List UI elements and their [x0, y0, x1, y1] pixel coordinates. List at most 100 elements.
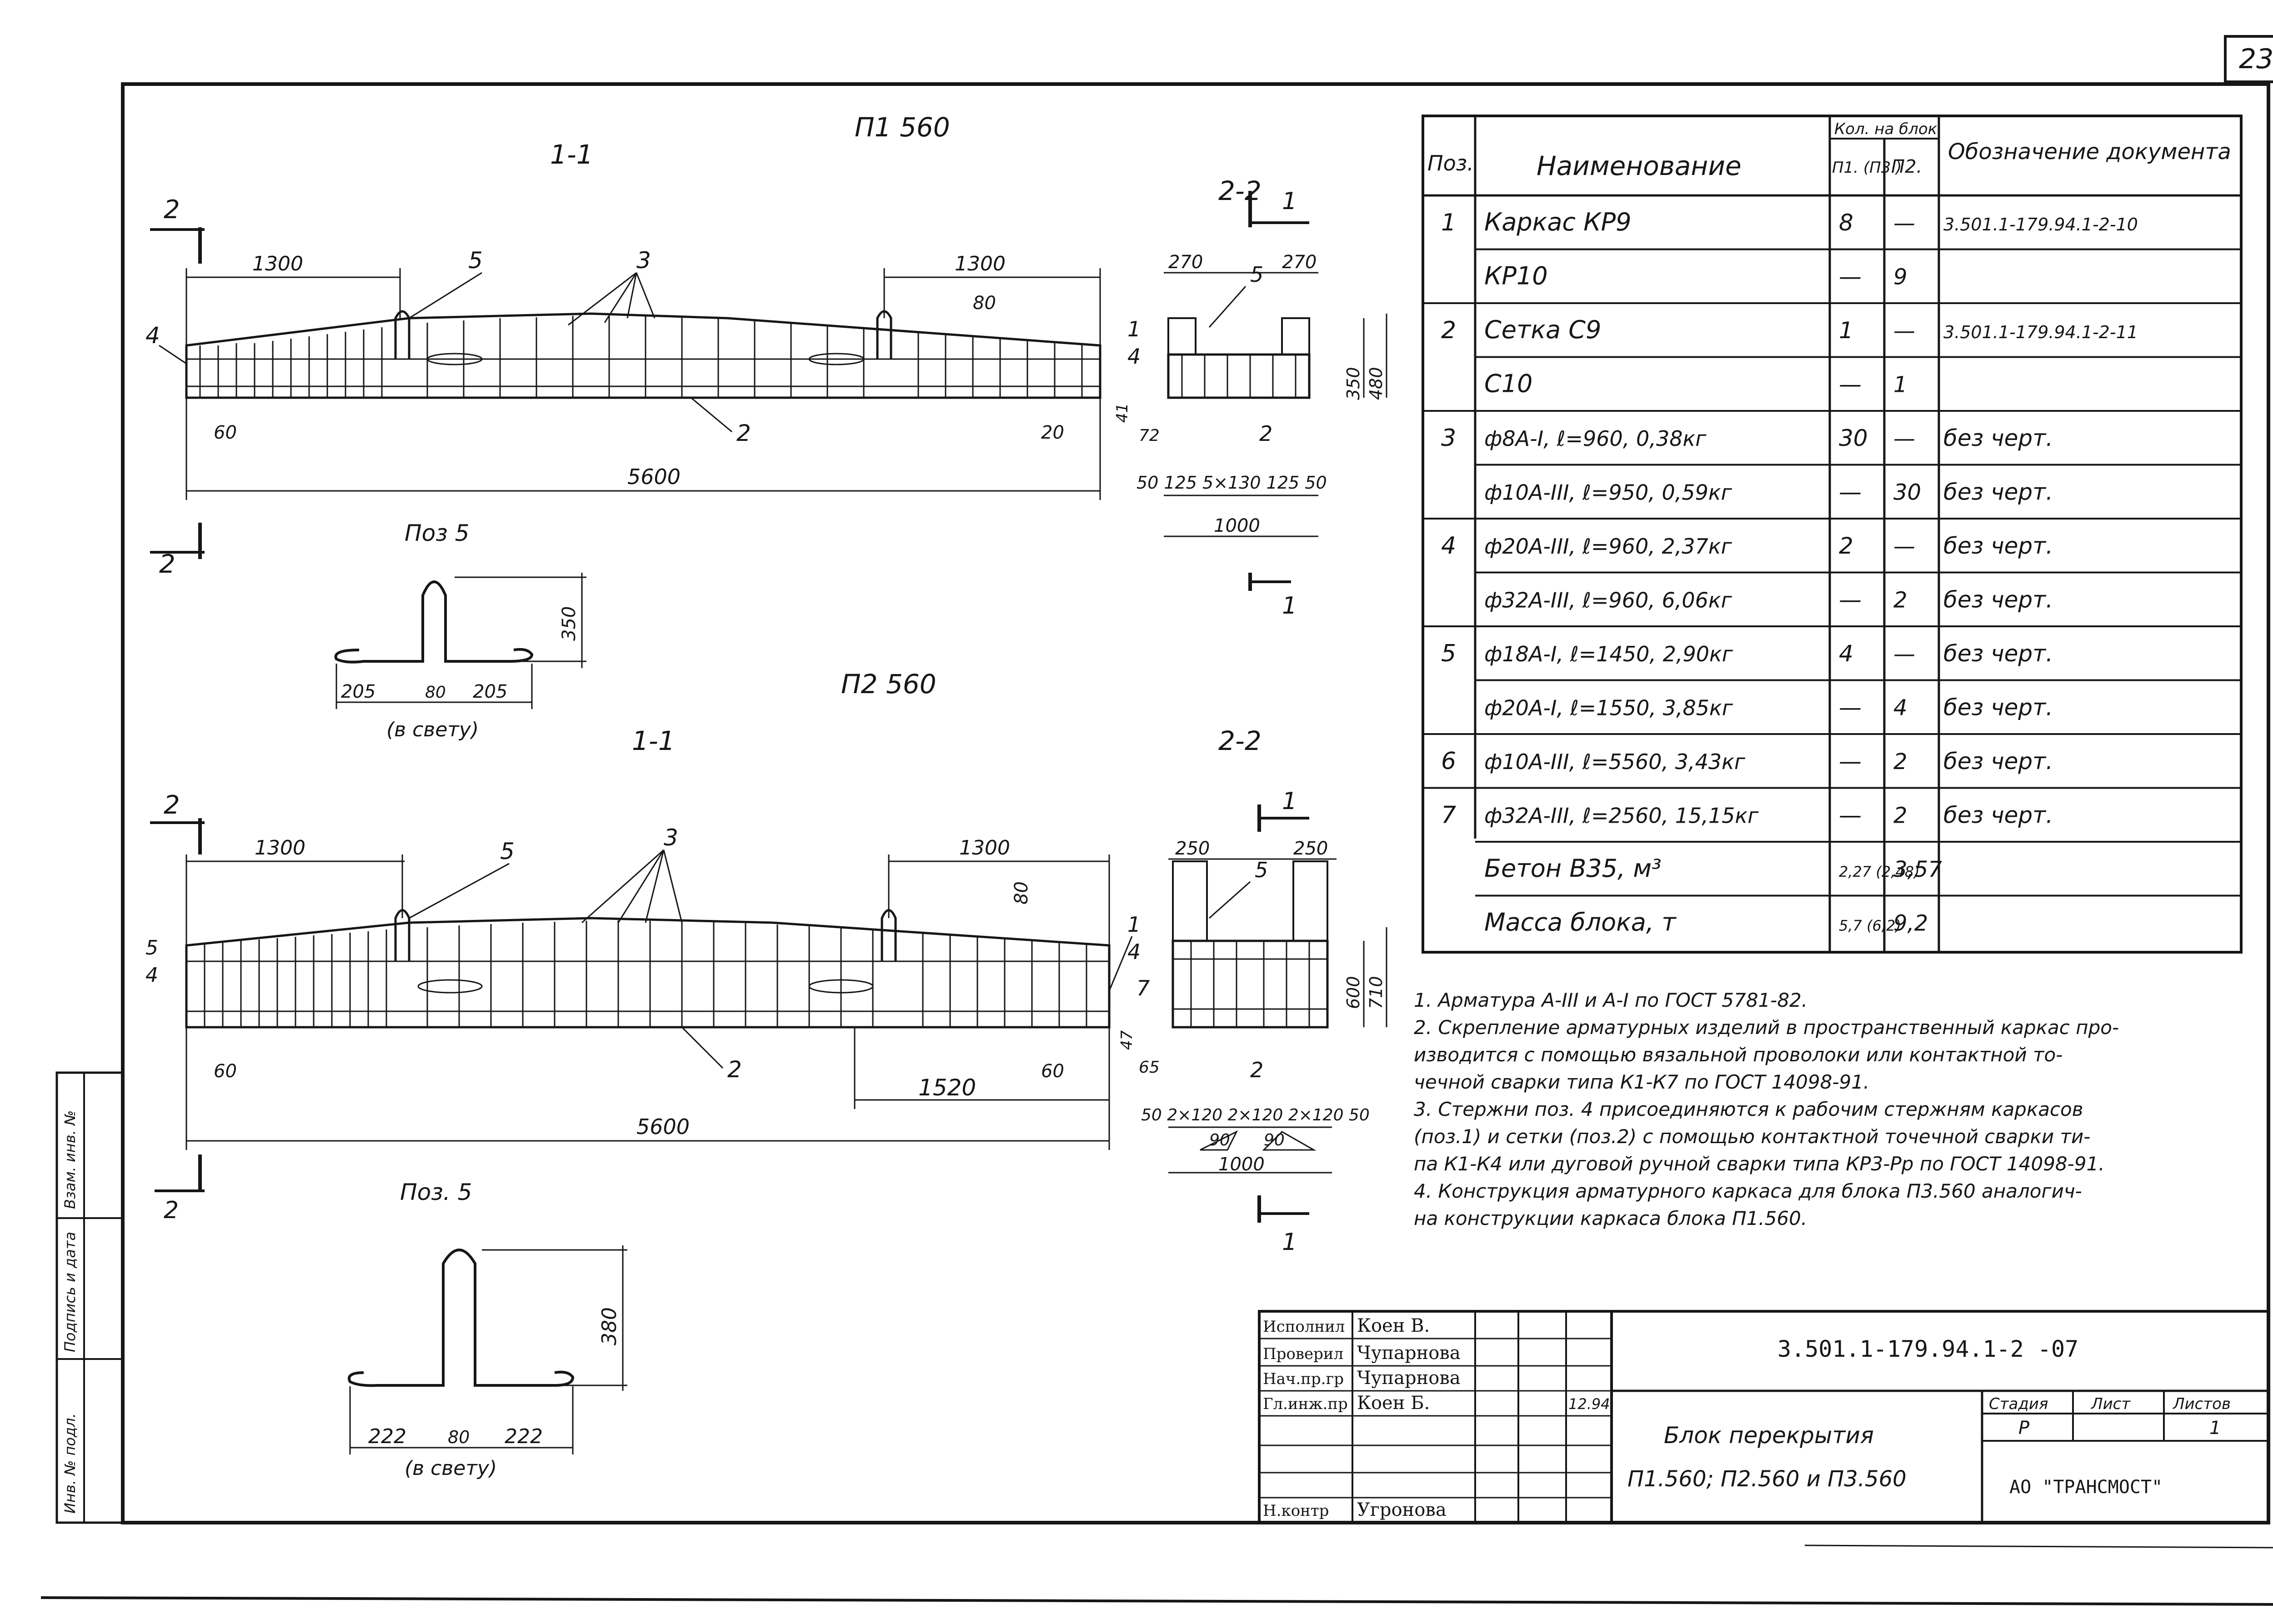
p2-cross-h600: 600: [1343, 976, 1363, 1009]
spec-row-doc: без черт.: [1943, 425, 2053, 451]
signature-name: Чупарнова: [1357, 1368, 1461, 1389]
poz5a-note: (в свету): [386, 718, 479, 741]
p1-dim-60: 60: [214, 422, 237, 443]
p2-dim-right-1300: 1300: [959, 836, 1010, 859]
spec-row-qty-p1: 30: [1839, 425, 1868, 451]
main-frame: [121, 82, 2270, 1524]
spec-row-name: ф20А-III, ℓ=960, 2,37кг: [1484, 534, 1732, 559]
p2-drawing: П2 560 1-1 2-2 2 2: [145, 669, 1387, 1256]
p2-stirrups: [204, 920, 1087, 1027]
poz5-detail-b: Поз. 5 380 222 80 222 (в свету): [348, 1179, 627, 1480]
note-line: па К1-К4 или дуговой ручной сварки типа …: [1414, 1153, 2105, 1175]
poz5b-title: Поз. 5: [400, 1179, 472, 1205]
spec-header-doc: Обозначение документа: [1948, 139, 2231, 165]
p1-label-pos4-cross: 4: [1127, 344, 1141, 369]
spec-row-name: Масса блока, т: [1484, 908, 1677, 937]
signature-name: Чупарнова: [1357, 1343, 1461, 1364]
stamp-inventory: Инв. № подл.: [61, 1413, 79, 1514]
spec-row-doc: без черт.: [1943, 587, 2053, 613]
spec-row-name: ф32А-III, ℓ=2560, 15,15кг: [1484, 804, 1759, 828]
spec-row-qty-p1: —: [1839, 371, 1862, 398]
p1-title: П1 560: [855, 112, 950, 143]
spec-header-pos: Поз.: [1427, 151, 1474, 175]
poz5b-h: 380: [598, 1307, 621, 1345]
p1-dim-total: 5600: [627, 465, 681, 489]
stamp-replace: Взам. инв. №: [61, 1110, 79, 1209]
p2-label-pos5-cross: 5: [1255, 858, 1268, 882]
spec-row-qty-p2: —: [1893, 641, 1915, 667]
p2-cut-mark-top: 2: [164, 790, 180, 820]
p1-dim-80: 80: [973, 293, 996, 314]
p2-dim-80: 80: [1011, 881, 1032, 904]
spec-row-pos: 5: [1441, 640, 1456, 667]
p2-label-pos1: 1: [1127, 912, 1141, 937]
bottom-border: [40, 1596, 2273, 1606]
spec-row-doc: 3.501.1-179.94.1-2-11: [1943, 322, 2138, 342]
side-stamp: Взам. инв. № Подпись и дата Инв. № подл.: [55, 1071, 124, 1524]
spec-row-name: КР10: [1484, 262, 1548, 290]
p2-cross-total: 1000: [1218, 1154, 1265, 1175]
signature-role: Нач.пр.гр: [1263, 1370, 1344, 1388]
spec-row-name: Сетка С9: [1484, 315, 1601, 344]
spec-row-qty-p1: —: [1839, 695, 1862, 721]
page-number: 23: [2239, 43, 2273, 75]
signature-name: Коен Б.: [1357, 1393, 1430, 1414]
spec-row-qty-p1: 2: [1839, 533, 1853, 559]
spec-row-doc: без черт.: [1943, 748, 2053, 775]
p1-label-pos4: 4: [145, 322, 160, 349]
spec-row-qty-p2: 9,2: [1893, 911, 1928, 936]
signature-role: Гл.инж.пр: [1263, 1395, 1348, 1413]
sheet-header: Лист: [2090, 1395, 2131, 1413]
p1-cross-h350: 350: [1343, 367, 1363, 400]
p2-label-pos4-left: 4: [145, 964, 158, 987]
note-line: 4. Конструкция арматурного каркаса для б…: [1414, 1180, 2082, 1202]
sheets-header: Листов: [2172, 1395, 2231, 1413]
title-line2: П1.560; П2.560 и П3.560: [1627, 1466, 1907, 1492]
spec-row-pos: 6: [1441, 748, 1456, 775]
spec-row-pos: 2: [1441, 317, 1456, 344]
stage-value: Р: [2018, 1418, 2030, 1439]
p2-label-pos5: 5: [500, 838, 515, 864]
spec-row-pos: 1: [1441, 209, 1456, 236]
note-line: изводится с помощью вязальной проволоки …: [1414, 1044, 2063, 1066]
title-date: 12.94: [1568, 1395, 1610, 1413]
note-line: (поз.1) и сетки (поз.2) с помощью контак…: [1414, 1125, 2090, 1148]
p1-label-pos5: 5: [468, 247, 483, 274]
spec-row-doc: без черт.: [1943, 479, 2053, 505]
p2-cross-h710: 710: [1366, 976, 1386, 1009]
spec-header-qty: Кол. на блок: [1834, 120, 1938, 138]
p2-label-pos5-left: 5: [145, 936, 158, 959]
poz5b-note: (в свету): [405, 1457, 497, 1480]
company-name: АО "ТРАНСМОСТ": [2009, 1477, 2163, 1498]
stage-header: Стадия: [1989, 1395, 2048, 1413]
poz5b-l: 222: [368, 1425, 406, 1448]
p2-section-1-1: 1-1: [632, 725, 675, 756]
spec-row-name: ф18А-I, ℓ=1450, 2,90кг: [1484, 642, 1733, 666]
page-number-box: 23: [2224, 35, 2273, 83]
spec-row-doc: без черт.: [1943, 802, 2053, 829]
p2-dim-total: 5600: [636, 1114, 690, 1139]
spec-header-qty-p1: П1. (П3.): [1832, 159, 1902, 177]
p2-dim-60l: 60: [214, 1061, 237, 1082]
spec-row-qty-p2: 4: [1893, 695, 1908, 721]
p2-cross-250a: 250: [1175, 838, 1210, 859]
p2-title: П2 560: [841, 669, 936, 700]
spec-table: Поз. Наименование Кол. на блок П1. (П3.)…: [1422, 115, 2243, 954]
p2-cut-mark-bottom: 2: [164, 1197, 179, 1224]
spec-row-name: ф10А-III, ℓ=950, 0,59кг: [1484, 480, 1732, 505]
spec-row-name: С10: [1484, 370, 1532, 398]
poz5b-m: 80: [448, 1427, 470, 1447]
p1-label-pos2-cross: 2: [1259, 421, 1272, 446]
p2-label-pos2: 2: [727, 1056, 742, 1083]
spec-row-pos: 7: [1441, 802, 1456, 829]
note-line: 2. Скрепление арматурных изделий в прост…: [1414, 1016, 2119, 1039]
p1-cross-h480: 480: [1366, 367, 1386, 400]
p1-cross-row: 50 125 5×130 125 50: [1136, 473, 1327, 493]
p2-cross-row: 50 2×120 2×120 2×120 50: [1141, 1106, 1370, 1124]
title-line1: Блок перекрытия: [1664, 1422, 1874, 1449]
spec-row-name: ф20А-I, ℓ=1550, 3,85кг: [1484, 696, 1733, 720]
